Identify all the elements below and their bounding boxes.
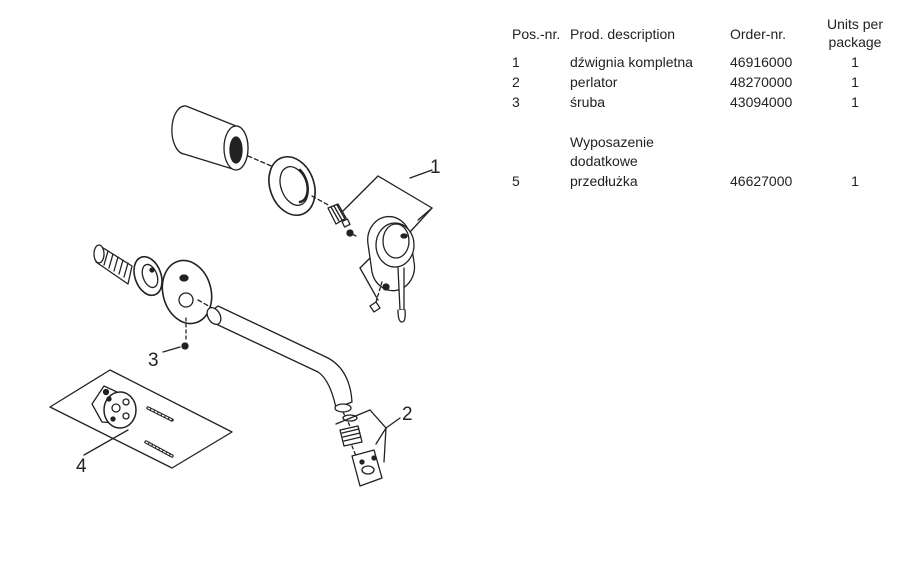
callout-2-bracket: [335, 409, 401, 463]
header-pos: Pos.-nr.: [512, 26, 561, 42]
row-order-number: 48270000: [730, 74, 793, 90]
row-pos: 1: [512, 54, 520, 70]
lower-rosette: [161, 259, 213, 341]
upper-rosette-ring: [268, 156, 316, 216]
accessory-panel-4: [49, 369, 233, 469]
row-description: śruba: [570, 94, 606, 110]
callout-4: 4: [76, 456, 87, 477]
parts-table: Pos.-nr. Prod. description Order-nr. Uni…: [0, 0, 902, 200]
row-order-number: 46916000: [730, 54, 793, 70]
accessory-row-order-number: 46627000: [730, 173, 793, 189]
section-title: dodatkowe: [570, 153, 638, 169]
axis-line: [311, 195, 331, 207]
row-units: 1: [851, 94, 859, 110]
row-description: dźwignia kompletna: [570, 54, 693, 70]
spout: [197, 299, 353, 427]
callout-3: 3: [148, 350, 159, 371]
row-order-number: 43094000: [730, 94, 793, 110]
lever-handle: [367, 215, 416, 323]
small-screw: [346, 229, 357, 237]
header-description: Prod. description: [570, 26, 676, 42]
threaded-nut: [327, 203, 351, 228]
callout-2: 2: [402, 404, 413, 425]
row-pos: 3: [512, 94, 520, 110]
accessory-row-description: przedłużka: [570, 173, 638, 189]
callout-4-leader: [83, 429, 129, 456]
row-units: 1: [851, 74, 859, 90]
set-screw: [369, 281, 390, 313]
sleeve-cylinder: [171, 105, 249, 171]
accessory-row-pos: 5: [512, 173, 520, 189]
screw-3: [181, 342, 189, 350]
section-title: Wyposazenie: [570, 134, 654, 150]
row-units: 1: [851, 54, 859, 70]
hose-connector: [93, 244, 163, 297]
aerator-parts: [339, 414, 383, 487]
callout-1-bracket: [341, 169, 433, 301]
callout-1: 1: [430, 157, 441, 178]
axis-line: [247, 155, 277, 169]
header-order-number: Order-nr.: [730, 26, 787, 42]
callout-3-leader: [162, 346, 181, 353]
accessory-row-units: 1: [851, 173, 859, 189]
header-units-per-package: Units per package: [826, 16, 884, 50]
row-pos: 2: [512, 74, 520, 90]
row-description: perlator: [570, 74, 618, 90]
